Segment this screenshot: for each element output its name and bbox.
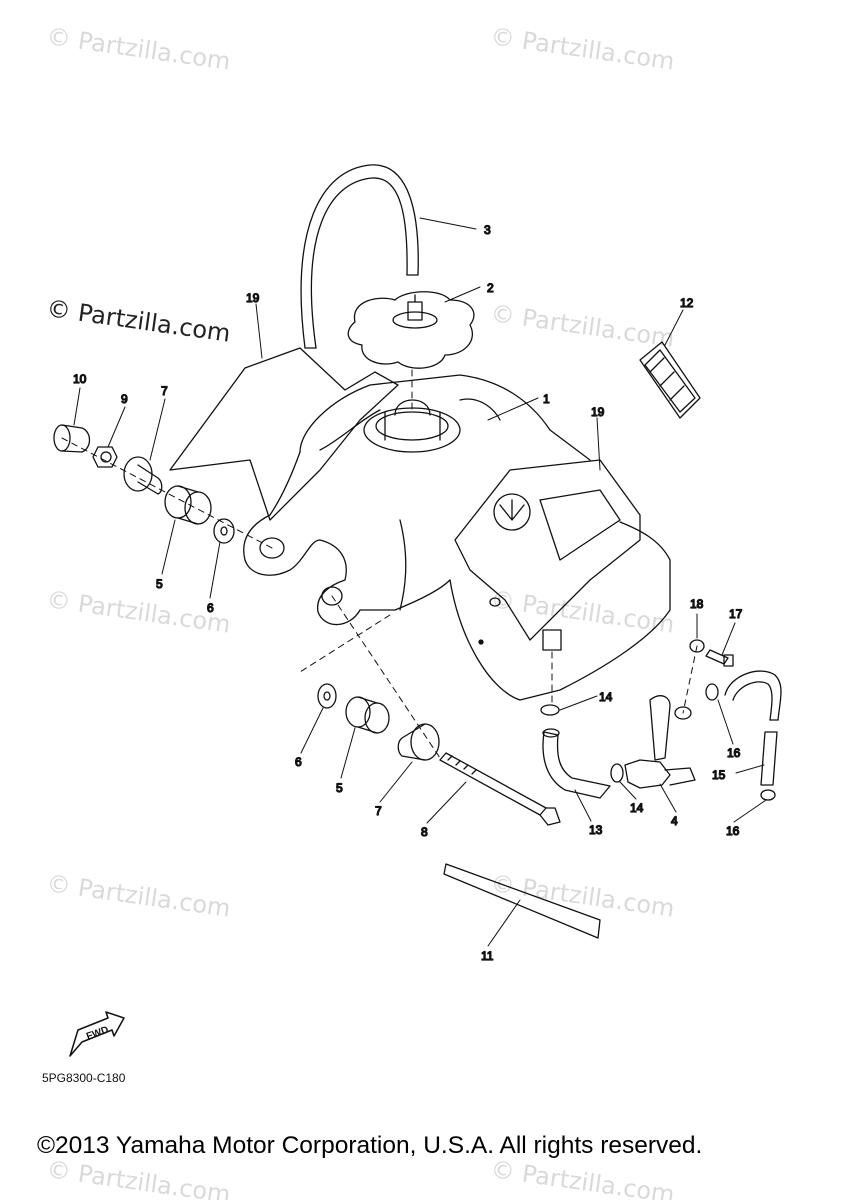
callout-18: 18 — [690, 597, 704, 611]
part-19-left-decal — [169, 347, 399, 521]
callout-6-bottom: 6 — [295, 755, 302, 769]
callout-9: 9 — [121, 392, 128, 406]
fwd-arrow-icon: FWD — [69, 1011, 125, 1057]
callout-13: 13 — [589, 823, 603, 837]
part-18-washer — [689, 639, 705, 653]
callout-7-bottom: 7 — [375, 804, 382, 818]
callout-12: 12 — [680, 296, 694, 310]
callout-5-bottom: 5 — [336, 781, 343, 795]
callout-19-right: 19 — [591, 405, 605, 419]
callout-16-top: 16 — [727, 746, 741, 760]
part-6-washer-top — [213, 518, 235, 544]
part-1-fuel-tank — [243, 374, 671, 701]
part-8-bolt — [439, 752, 561, 826]
callout-5-top: 5 — [156, 577, 163, 591]
callout-15: 15 — [712, 768, 726, 782]
callout-19-left: 19 — [246, 291, 260, 305]
part-15-vent-hose — [724, 670, 782, 786]
part-14-clip-top — [540, 704, 560, 716]
callout-11: 11 — [481, 949, 494, 963]
part-19-right-decal — [454, 459, 641, 641]
callout-1: 1 — [543, 392, 550, 406]
callout-16-bottom: 16 — [726, 824, 740, 838]
part-6-washer-bottom — [317, 683, 337, 709]
part-2-fuel-cap — [347, 291, 475, 369]
drawing-code: 5PG8300-C180 — [42, 1071, 126, 1085]
part-11-band — [443, 863, 601, 939]
callout-6-top: 6 — [207, 601, 214, 615]
part-13-fuel-hose — [542, 728, 611, 799]
part-17-screw — [705, 649, 734, 667]
copyright-notice: ©2013 Yamaha Motor Corporation, U.S.A. A… — [37, 1132, 703, 1159]
callout-10: 10 — [73, 372, 87, 386]
callout-2: 2 — [487, 281, 494, 295]
callout-3: 3 — [484, 223, 491, 237]
leader-lines — [73, 217, 767, 947]
fwd-label: FWD — [85, 1025, 110, 1043]
part-10-cap — [53, 424, 91, 453]
part-3-breather-hose — [300, 164, 419, 349]
part-5-grommet-top — [164, 485, 212, 525]
callout-14-bottom: 14 — [630, 801, 644, 815]
callout-17: 17 — [729, 607, 743, 621]
part-16-clip-top — [705, 683, 719, 701]
assembly-guide-lines — [61, 369, 698, 759]
part-5-grommet-bottom — [345, 696, 390, 734]
callout-8: 8 — [421, 825, 428, 839]
callout-4: 4 — [671, 814, 678, 828]
part-9-nut — [92, 446, 118, 468]
part-7-collar-top — [123, 456, 163, 495]
part-4-fuel-cock — [624, 695, 696, 789]
callout-7-top: 7 — [161, 384, 168, 398]
part-7-collar-bottom — [397, 723, 440, 761]
part-12-damper — [639, 341, 701, 419]
part-14-clip-bottom — [610, 763, 624, 783]
callout-14-top: 14 — [599, 690, 613, 704]
part-16-clip-bottom — [760, 789, 776, 801]
